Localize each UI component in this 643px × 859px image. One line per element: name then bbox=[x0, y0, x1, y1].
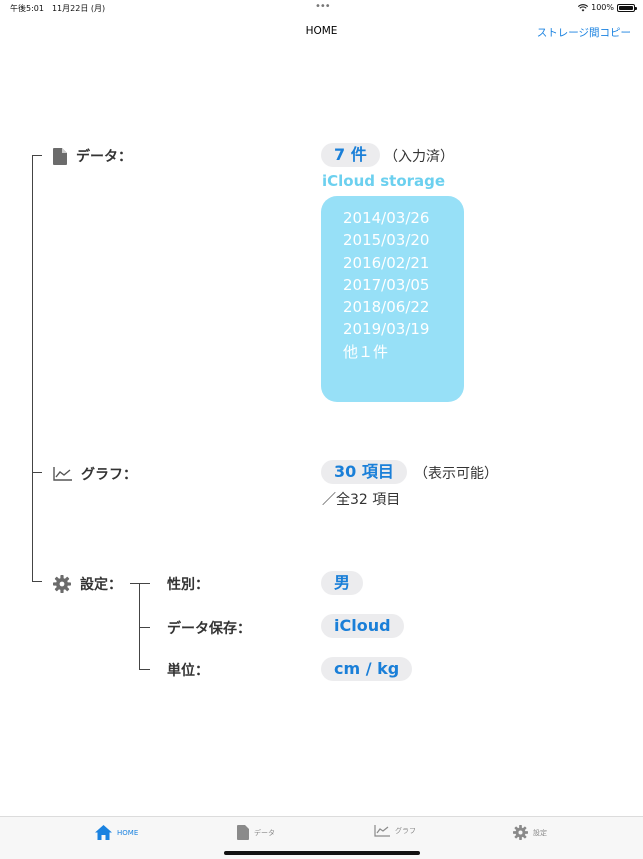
data-count-badge: 7 件 bbox=[321, 143, 380, 167]
data-count-note: （入力済） bbox=[384, 149, 454, 165]
list-item: 2014/03/26 bbox=[343, 209, 430, 227]
list-item: 2017/03/05 bbox=[343, 275, 430, 294]
multitask-dots[interactable]: ••• bbox=[315, 1, 331, 12]
home-indicator[interactable] bbox=[224, 851, 420, 855]
graph-section-label: グラフ： bbox=[53, 464, 137, 484]
list-item: 2015/03/20 bbox=[343, 231, 430, 250]
navigation-bar: HOME ストレージ間コピー bbox=[0, 16, 643, 46]
tree-line-main bbox=[32, 155, 33, 581]
home-icon bbox=[95, 825, 112, 840]
tab-graph[interactable]: グラフ bbox=[374, 825, 416, 837]
data-storage-label: データ保存： bbox=[167, 621, 251, 637]
unit-label: 単位： bbox=[167, 663, 209, 679]
tree-branch-storage bbox=[139, 627, 150, 628]
gender-value-badge: 男 bbox=[321, 571, 364, 595]
status-right: 100% bbox=[578, 3, 637, 12]
tree-branch-settings bbox=[32, 581, 42, 582]
wifi-icon bbox=[578, 3, 589, 11]
tab-settings[interactable]: 設定 bbox=[513, 825, 547, 840]
list-item: 2019/03/19 bbox=[343, 320, 430, 339]
tab-graph-label: グラフ bbox=[395, 827, 416, 835]
battery-percent: 100% bbox=[591, 3, 614, 12]
document-icon bbox=[53, 147, 67, 165]
tree-branch-data bbox=[32, 155, 42, 156]
storage-copy-button[interactable]: ストレージ間コピー bbox=[536, 27, 631, 39]
tab-settings-label: 設定 bbox=[533, 828, 547, 837]
tree-line-sub bbox=[139, 583, 140, 669]
chart-icon bbox=[374, 825, 390, 837]
tree-branch-unit bbox=[139, 669, 150, 670]
gear-icon bbox=[53, 575, 71, 593]
battery-icon bbox=[617, 3, 637, 12]
graph-count-note: （表示可能） bbox=[414, 466, 498, 482]
date-list[interactable]: 2014/03/26 2015/03/20 2016/02/21 2017/03… bbox=[321, 196, 464, 402]
list-item: 他１件 bbox=[343, 342, 389, 361]
gear-icon bbox=[513, 825, 528, 840]
tree-branch-sub bbox=[130, 583, 150, 584]
status-bar: 午後5:01 11月22日 (月) ••• 100% bbox=[0, 0, 643, 16]
chart-icon bbox=[53, 467, 72, 481]
graph-label-text: グラフ： bbox=[81, 467, 137, 483]
document-icon bbox=[237, 825, 249, 840]
list-item: 2018/06/22 bbox=[343, 298, 430, 317]
list-item: 2016/02/21 bbox=[343, 253, 430, 272]
data-label-text: データ： bbox=[76, 149, 132, 165]
settings-label-text: 設定： bbox=[80, 577, 122, 593]
icloud-storage-title: iCloud storage bbox=[322, 172, 446, 190]
status-time: 午後5:01 11月22日 (月) bbox=[10, 4, 106, 13]
data-section-label: データ： bbox=[53, 146, 132, 166]
settings-section-label: 設定： bbox=[53, 574, 122, 594]
data-storage-value-badge: iCloud bbox=[321, 614, 404, 638]
graph-count-badge: 30 項目 bbox=[321, 460, 407, 484]
tab-home-label: HOME bbox=[117, 828, 139, 837]
gender-label: 性別： bbox=[167, 577, 209, 593]
graph-total: ／全32 項目 bbox=[322, 492, 401, 508]
tab-data-label: データ bbox=[254, 828, 275, 837]
tab-home[interactable]: HOME bbox=[95, 825, 138, 840]
unit-value-badge: cm / kg bbox=[321, 657, 413, 681]
tab-data[interactable]: データ bbox=[237, 825, 275, 840]
page-title: HOME bbox=[305, 25, 338, 37]
tree-branch-graph bbox=[32, 472, 42, 473]
